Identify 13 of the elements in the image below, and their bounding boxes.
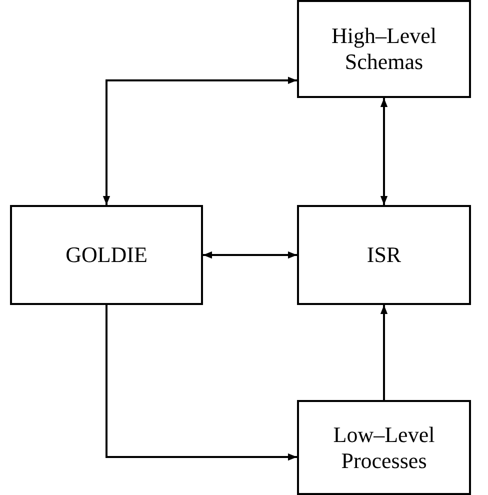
node-label: GOLDIE [66, 242, 148, 268]
process-box [297, 400, 471, 495]
node-label: High–Level Schemas [330, 23, 438, 75]
arrow [380, 305, 388, 400]
process-box [297, 205, 471, 305]
arrow [102, 76, 297, 205]
process-box [10, 205, 203, 305]
node-label: Low–Level Processes [332, 422, 436, 474]
node-label: ISR [366, 242, 402, 268]
arrow [203, 251, 297, 259]
process-box [297, 0, 471, 98]
arrow [106, 305, 297, 461]
arrow [380, 98, 388, 205]
